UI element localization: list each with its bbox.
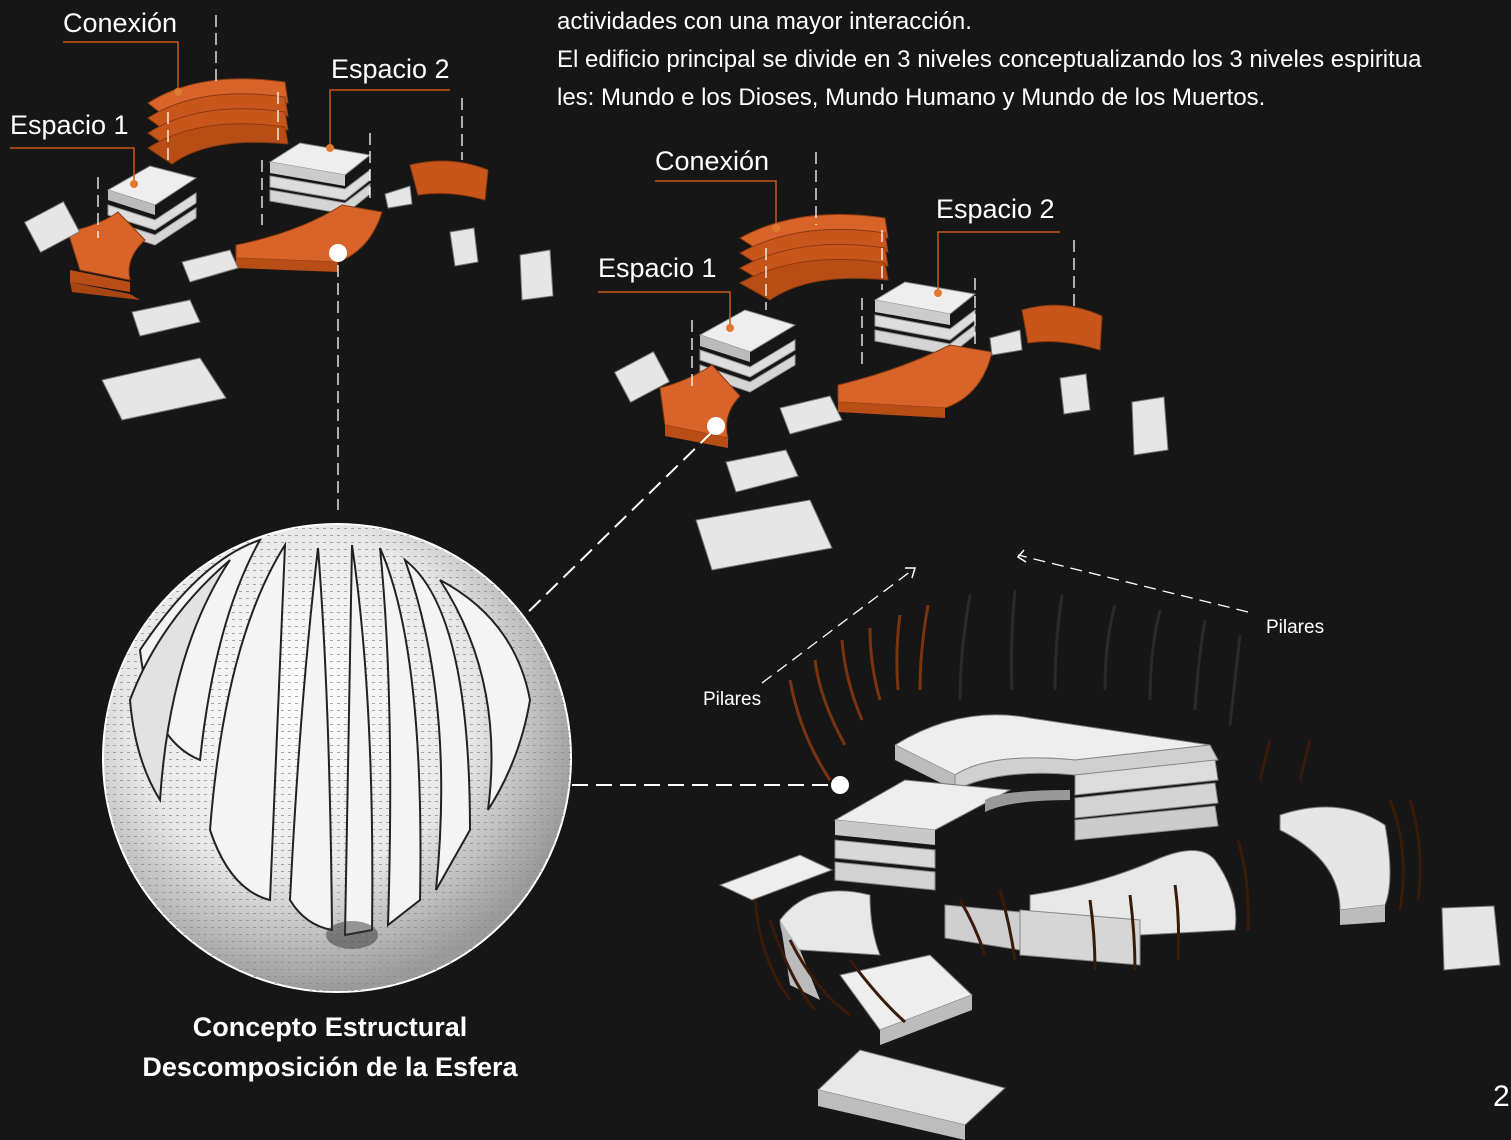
intro-line-2: El edificio principal se divide en 3 niv… xyxy=(557,46,1422,73)
left-anchor-dot xyxy=(329,244,347,262)
right-space2-stack xyxy=(873,281,977,356)
left-space2-stack xyxy=(268,142,372,215)
intro-line-1: actividades con una mayor interacción. xyxy=(557,8,972,35)
right-label-space-2: Espacio 2 xyxy=(936,194,1055,224)
right-connection-stack xyxy=(738,213,889,301)
right-label-space-1: Espacio 1 xyxy=(598,253,717,283)
pillars-front xyxy=(753,739,1422,1024)
left-leader-dots xyxy=(130,88,334,188)
left-label-space-1: Espacio 1 xyxy=(10,110,129,140)
left-scattered-blocks xyxy=(101,185,554,421)
left-connection-stack xyxy=(147,78,289,165)
connector-lines xyxy=(519,431,836,786)
pillar-arrows xyxy=(761,554,1249,684)
bottom-block-side xyxy=(818,1090,965,1140)
right-leader-dots xyxy=(726,224,942,332)
caption-subtitle: Descomposición de la Esfera xyxy=(142,1052,518,1082)
right-anchor-dot xyxy=(707,417,725,435)
left-arrows xyxy=(97,15,463,510)
page-number: 2 xyxy=(1493,1080,1510,1113)
right-scattered-blocks xyxy=(695,329,1169,571)
intro-line-3: les: Mundo e los Dioses, Mundo Humano y … xyxy=(557,84,1266,111)
left-curved-piece xyxy=(718,854,973,1045)
pillars-arc xyxy=(788,604,930,781)
right-arrows xyxy=(691,152,1075,388)
building-with-pillars xyxy=(718,549,1501,1140)
right-exploded-diagram xyxy=(598,152,1169,571)
pillars-arc-dark xyxy=(958,589,1242,726)
building-anchor-dot xyxy=(831,776,849,794)
left-label-space-2: Espacio 2 xyxy=(331,54,450,84)
left-label-connection: Conexión xyxy=(63,8,178,38)
front-curved-piece xyxy=(944,850,1237,966)
caption-title: Concepto Estructural xyxy=(192,1012,468,1042)
pillars-label-left: Pilares xyxy=(703,689,762,710)
structural-sphere xyxy=(102,523,572,993)
main-building xyxy=(833,714,1219,891)
pillar-arrowheads xyxy=(905,549,1027,579)
left-space1-orange xyxy=(23,200,146,300)
right-space2-orange xyxy=(837,304,1103,418)
left-exploded-diagram xyxy=(10,15,554,510)
right-curved-piece xyxy=(1279,806,1501,971)
right-leaders xyxy=(598,180,1060,328)
pillars-label-right: Pilares xyxy=(1266,617,1325,638)
left-leaders xyxy=(10,41,450,184)
left-space2-orange xyxy=(235,160,489,272)
right-label-connection: Conexión xyxy=(655,146,770,176)
